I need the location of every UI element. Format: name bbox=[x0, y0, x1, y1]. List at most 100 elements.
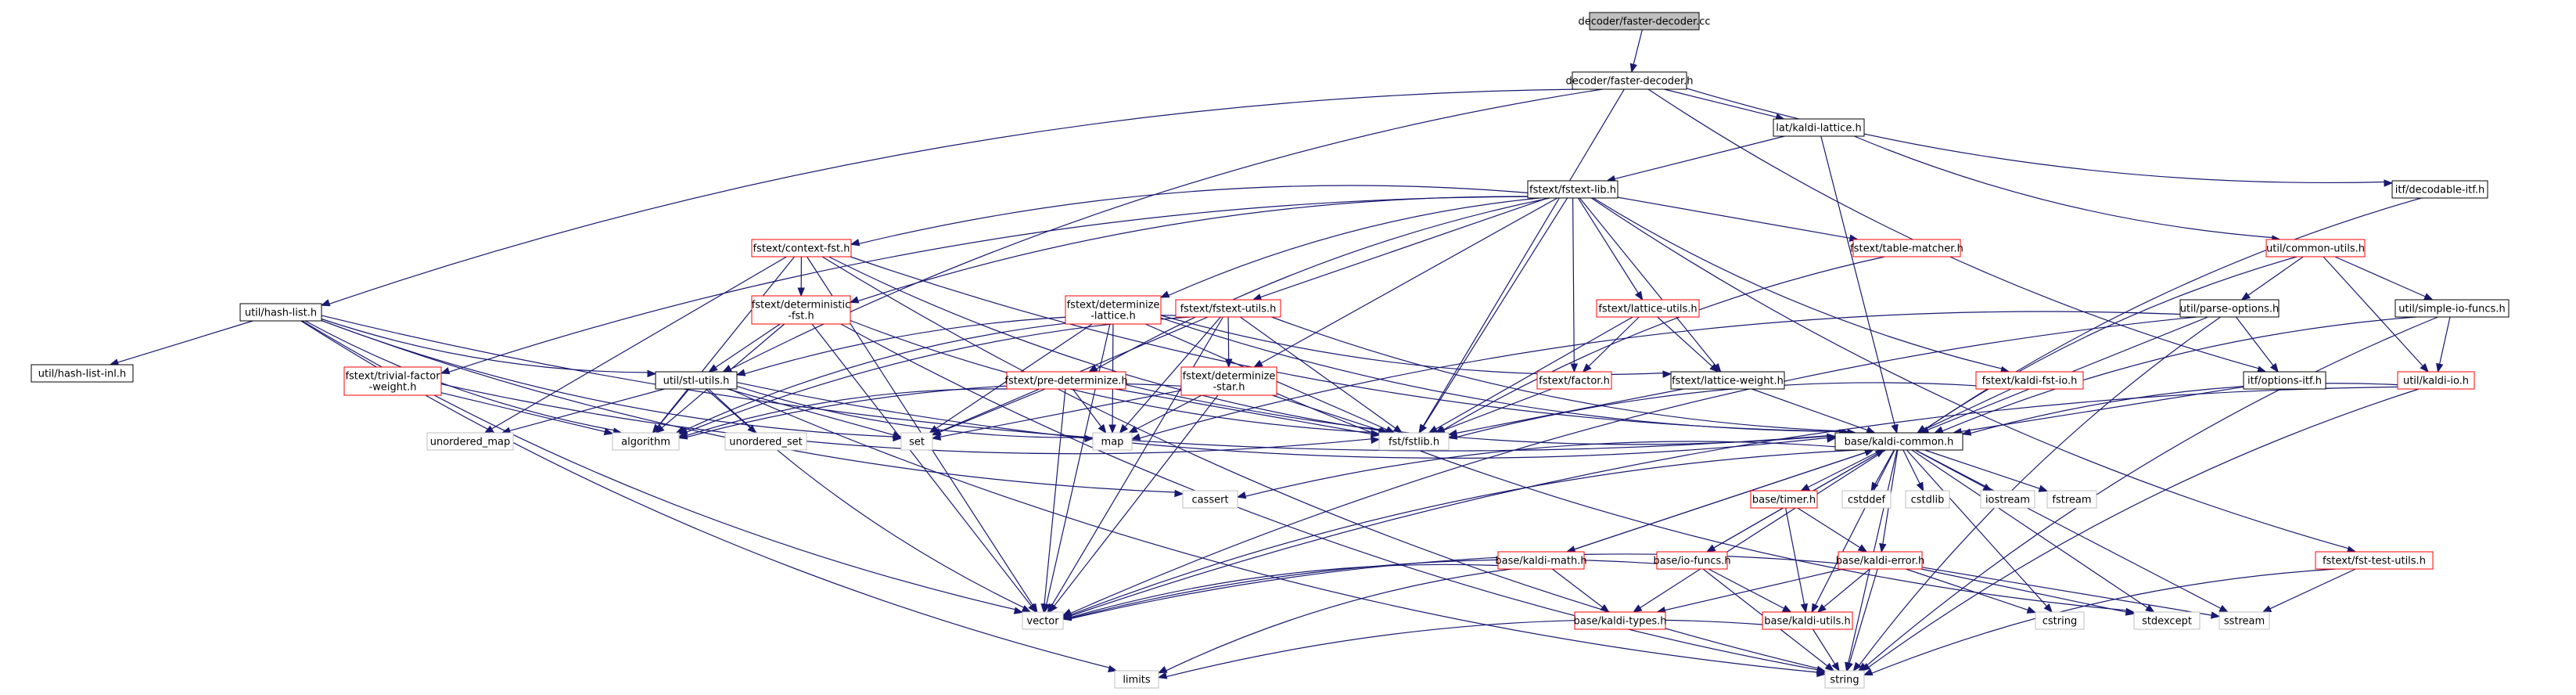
edge-arrowhead bbox=[1827, 434, 1837, 441]
edge-arrowhead bbox=[931, 433, 942, 441]
node-decodable-itf[interactable]: itf/decodable-itf.h bbox=[2391, 180, 2488, 199]
edge-line bbox=[1970, 383, 2398, 434]
node-faster-decoder-h[interactable]: decoder/faster-decoder.h bbox=[1565, 71, 1694, 90]
node-unordered-set: unordered_set bbox=[724, 432, 807, 451]
node-box bbox=[1762, 611, 1853, 630]
node-label: fstext/table-matcher.h bbox=[1850, 243, 1963, 255]
node-label: util/hash-list-inl.h bbox=[38, 369, 126, 380]
node-kaldi-math[interactable]: base/kaldi-math.h bbox=[1495, 551, 1587, 570]
edge-kaldi_lattice-to-kaldi_common bbox=[1820, 135, 1899, 434]
node-common-utils[interactable]: util/common-utils.h bbox=[2265, 239, 2366, 257]
node-label: base/kaldi-math.h bbox=[1495, 556, 1586, 567]
edge-arrowhead bbox=[677, 432, 688, 440]
edge-kaldi_error-to-cstring bbox=[1906, 568, 2037, 614]
node-fst-test-utils[interactable]: fstext/fst-test-utils.h bbox=[2315, 551, 2434, 570]
node-determinize-star[interactable]: fstext/determinize-star.h bbox=[1180, 366, 1277, 396]
node-label: fstext/determinize bbox=[1067, 300, 1160, 311]
node-box bbox=[612, 432, 680, 451]
node-kaldi-types[interactable]: base/kaldi-types.h bbox=[1574, 611, 1667, 630]
node-stdexcept: stdexcept bbox=[2133, 611, 2201, 630]
edge-line bbox=[1920, 568, 2127, 613]
node-trivial-factor[interactable]: fstext/trivial-factor-weight.h bbox=[343, 366, 442, 396]
node-io-funcs[interactable]: base/io-funcs.h bbox=[1653, 551, 1731, 570]
node-options-itf[interactable]: itf/options-itf.h bbox=[2243, 371, 2326, 390]
edge-lattice_utils-to-factor bbox=[1582, 316, 1640, 373]
edge-arrowhead bbox=[1159, 290, 1170, 298]
edge-line bbox=[1708, 568, 1784, 609]
node-simple-io-funcs[interactable]: util/simple-io-funcs.h bbox=[2395, 299, 2510, 318]
edge-line bbox=[1072, 388, 1102, 427]
node-stl-utils[interactable]: util/stl-utils.h bbox=[655, 371, 738, 390]
edge-line bbox=[1271, 316, 1848, 432]
node-kaldi-error[interactable]: base/kaldi-error.h bbox=[1836, 551, 1924, 570]
node-hash-list-inl[interactable]: util/hash-list-inl.h bbox=[31, 364, 134, 383]
node-context-fst[interactable]: fstext/context-fst.h bbox=[751, 239, 852, 257]
edge-arrowhead bbox=[1632, 604, 1643, 613]
edge-line bbox=[940, 390, 1182, 438]
node-kaldi-utils[interactable]: base/kaldi-utils.h bbox=[1762, 611, 1853, 630]
edge-arrowhead bbox=[1128, 426, 1138, 434]
node-determinize-lattice[interactable]: fstext/determinize-lattice.h bbox=[1065, 295, 1162, 325]
edge-line bbox=[1552, 568, 1603, 608]
node-fstext-utils[interactable]: fstext/fstext-utils.h bbox=[1175, 299, 1281, 318]
edge-arrowhead bbox=[1857, 544, 1868, 553]
edge-kaldi_error-to-stdexcept bbox=[1920, 568, 2136, 616]
edge-arrowhead bbox=[2384, 179, 2394, 187]
node-label: util/stl-utils.h bbox=[663, 376, 730, 387]
edge-fstext_lib-to-fstlib bbox=[1418, 197, 1568, 434]
edge-line bbox=[1070, 564, 1499, 618]
edge-arrowhead bbox=[1028, 603, 1037, 614]
node-deterministic-fst[interactable]: fstext/deterministic-fst.h bbox=[751, 295, 851, 325]
node-box bbox=[2046, 490, 2097, 509]
edge-line bbox=[1051, 316, 1224, 606]
edge-line bbox=[1665, 568, 1844, 611]
node-kaldi-lattice[interactable]: lat/kaldi-lattice.h bbox=[1773, 118, 1865, 137]
node-root[interactable]: decoder/faster-decoder.cc bbox=[1578, 12, 1711, 31]
node-kaldi-fst-io[interactable]: fstext/kaldi-fst-io.h bbox=[1975, 371, 2084, 390]
node-box bbox=[1841, 490, 1892, 509]
node-table-matcher[interactable]: fstext/table-matcher.h bbox=[1850, 239, 1963, 257]
edge-fstext_lib-to-factor bbox=[1570, 197, 1579, 373]
node-pre-determinize[interactable]: fstext/pre-determinize.h bbox=[1004, 371, 1128, 390]
node-fstext-lib[interactable]: fstext/fstext-lib.h bbox=[1527, 180, 1619, 199]
edge-line bbox=[1868, 388, 2420, 668]
node-factor[interactable]: fstext/factor.h bbox=[1536, 371, 1612, 390]
node-box bbox=[1574, 611, 1666, 630]
node-hash-list[interactable]: util/hash-list.h bbox=[239, 303, 322, 322]
node-kaldi-common[interactable]: base/kaldi-common.h bbox=[1834, 432, 1963, 451]
edge-kaldi_common-to-cassert bbox=[1236, 441, 1836, 499]
node-layer: decoder/faster-decoder.cc decoder/faster-… bbox=[31, 12, 2510, 689]
node-label: vector bbox=[1026, 616, 1059, 628]
edge-arrowhead bbox=[320, 299, 331, 307]
node-box bbox=[1980, 490, 2035, 509]
node-label: base/kaldi-types.h bbox=[1574, 616, 1667, 628]
node-lattice-weight[interactable]: fstext/lattice-weight.h bbox=[1670, 371, 1785, 390]
edge-line bbox=[1911, 449, 2148, 608]
edge-line bbox=[708, 388, 1025, 608]
node-timer[interactable]: base/timer.h bbox=[1750, 490, 1818, 509]
edge-arrowhead bbox=[1570, 363, 1579, 373]
edge-line bbox=[1865, 316, 2438, 668]
edge-fstext_lib-to-trivial_factor bbox=[440, 196, 1529, 375]
edge-common_utils-to-kaldi_io bbox=[2323, 256, 2429, 373]
node-label: set bbox=[909, 437, 925, 448]
edge-line bbox=[321, 315, 1828, 452]
edge-arrowhead bbox=[850, 239, 860, 247]
node-parse-options[interactable]: util/parse-options.h bbox=[2179, 299, 2280, 318]
edge-arrowhead bbox=[2436, 362, 2444, 373]
edge-context_fst-to-deterministic_fst bbox=[797, 256, 805, 297]
node-box bbox=[1180, 366, 1277, 396]
node-label: util/common-utils.h bbox=[2266, 243, 2365, 255]
edge-line bbox=[491, 256, 787, 430]
edge-line bbox=[1823, 568, 1870, 608]
node-kaldi-io[interactable]: util/kaldi-io.h bbox=[2397, 371, 2475, 390]
edge-kaldi_io-to-string bbox=[1860, 388, 2420, 672]
node-label: fst/fstlib.h bbox=[1389, 437, 1439, 448]
node-box bbox=[1834, 432, 1963, 451]
node-lattice-utils[interactable]: fstext/lattice-utils.h bbox=[1596, 299, 1700, 318]
edge-arrowhead bbox=[1634, 290, 1644, 301]
edge-line bbox=[304, 320, 615, 431]
edge-line bbox=[683, 322, 1066, 431]
edge-arrowhead bbox=[708, 364, 718, 373]
node-label: fstext/kaldi-fst-io.h bbox=[1982, 376, 2078, 387]
